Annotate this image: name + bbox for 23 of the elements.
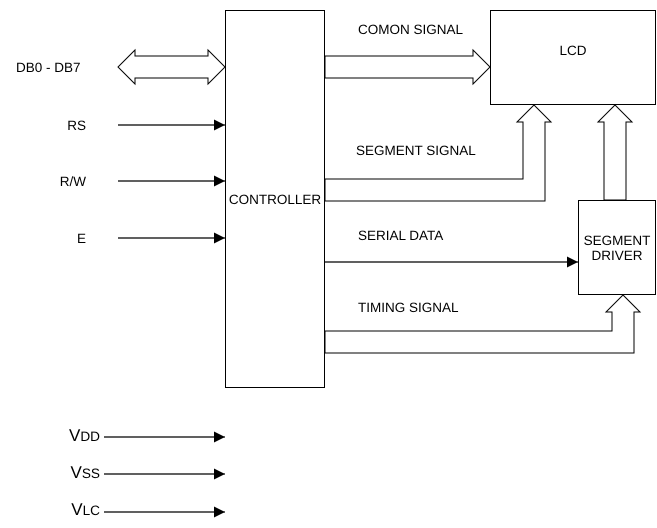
edge-label: TIMING SIGNAL — [357, 300, 460, 315]
edge-label: COMON SIGNAL — [357, 22, 464, 37]
arrow — [118, 176, 225, 186]
edge-label: SEGMENT SIGNAL — [355, 143, 477, 158]
arrow — [104, 506, 225, 518]
bus-arrow — [324, 48, 491, 86]
signal-label: RS — [40, 115, 118, 135]
bus-arrow — [117, 48, 226, 86]
signal-label: R/W — [40, 171, 118, 191]
bus-arrow — [324, 294, 642, 354]
arrow — [104, 432, 225, 442]
arrow — [118, 120, 225, 130]
signal-label: E — [40, 228, 118, 248]
bus-arrow — [324, 104, 552, 202]
driver-box: SEGMENT DRIVER — [578, 200, 656, 295]
controller-box: CONTROLLER — [225, 10, 325, 388]
signal-label: DB0 - DB7 — [14, 56, 118, 78]
edge-label: SERIAL DATA — [357, 228, 444, 243]
arrow — [104, 468, 225, 480]
bus-arrow — [596, 104, 634, 200]
arrow — [118, 232, 225, 244]
arrow — [325, 256, 578, 268]
lcd-box: LCD — [490, 10, 656, 105]
